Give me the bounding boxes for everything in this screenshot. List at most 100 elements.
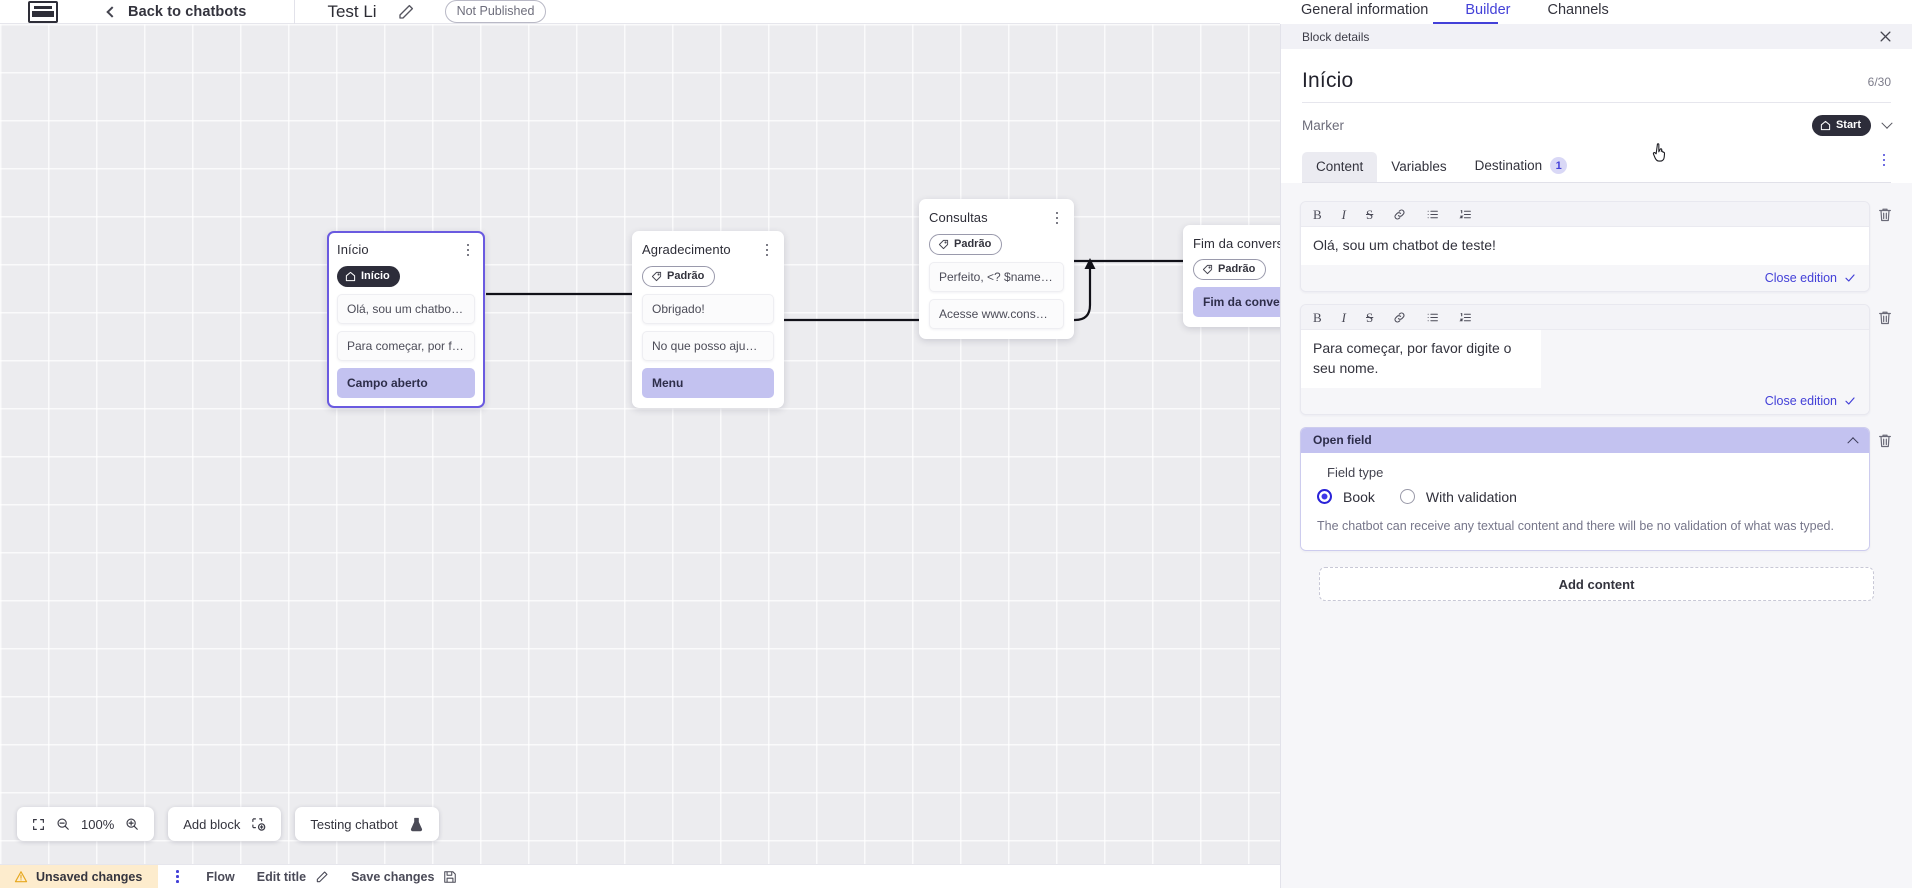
close-edition-label: Close edition	[1764, 393, 1837, 408]
trash-icon[interactable]	[1877, 432, 1893, 449]
destination-count-badge: 1	[1550, 157, 1568, 174]
pencil-icon	[316, 870, 328, 882]
open-field-header[interactable]: Open field	[1301, 427, 1869, 453]
flow-node-inicio[interactable]: Início Início Olá, sou um chatbot de tes…	[327, 231, 485, 408]
field-type-radio-group: Book With validation	[1317, 489, 1853, 505]
bullet-list-icon[interactable]	[1426, 311, 1439, 324]
close-edition-button[interactable]: Close edition	[1765, 271, 1856, 285]
tab-channels[interactable]: Channels	[1547, 2, 1609, 18]
flow-node-fim-da-conversa[interactable]: Fim da conversa Padrão Fim da conversa	[1183, 225, 1281, 327]
add-block-button[interactable]: Add block	[168, 807, 282, 841]
node-tag-row: Padrão	[642, 266, 774, 287]
zoom-out-icon[interactable]	[56, 817, 70, 831]
save-changes-button[interactable]: Save changes	[351, 870, 457, 884]
flow-node-consultas[interactable]: Consultas Padrão Perfeito, <? $name ?>! …	[919, 199, 1074, 339]
node-message-accent[interactable]: Menu	[642, 368, 774, 398]
radio-book[interactable]	[1317, 489, 1332, 505]
node-tag-inicio[interactable]: Início	[337, 266, 400, 287]
node-menu-button[interactable]	[760, 242, 774, 258]
open-field-help-text: The chatbot can receive any textual cont…	[1317, 518, 1834, 533]
vtex-logo-icon[interactable]	[28, 0, 58, 23]
zoom-in-icon[interactable]	[125, 817, 139, 831]
chevron-down-icon[interactable]	[1881, 117, 1893, 129]
marker-row: Marker Start	[1281, 103, 1912, 136]
block-details-panel: Block details Início 6/30 Marker Start	[1280, 24, 1912, 888]
testing-chatbot-label: Testing chatbot	[310, 816, 398, 832]
open-field-card[interactable]: Open field Field type Book With validati…	[1300, 426, 1870, 552]
node-message[interactable]: Perfeito, <? $name ?>!	[929, 262, 1064, 292]
rich-text-editor[interactable]: B I S Para começar, por favor digite o s…	[1300, 304, 1870, 415]
bullet-list-icon[interactable]	[1426, 208, 1439, 221]
tab-content[interactable]: Content	[1302, 152, 1378, 182]
node-menu-button[interactable]	[461, 242, 475, 258]
strikethrough-icon[interactable]: S	[1366, 309, 1374, 325]
node-message[interactable]: Para começar, por favor digite o ...	[337, 331, 475, 361]
link-icon[interactable]	[1393, 208, 1406, 221]
pencil-icon[interactable]	[397, 3, 415, 21]
zoom-level-label: 100%	[81, 816, 115, 832]
panel-body: Início 6/30 Marker Start Content	[1281, 49, 1912, 183]
chevron-up-icon[interactable]	[1847, 437, 1859, 449]
numbered-list-icon[interactable]	[1459, 208, 1472, 221]
rich-text-editor[interactable]: B I S Olá, sou um chatbot de teste! Clos…	[1300, 201, 1870, 293]
bold-icon[interactable]: B	[1313, 309, 1322, 325]
node-message[interactable]: Acesse www.consultas.com par...	[929, 299, 1064, 329]
node-message[interactable]: Olá, sou um chatbot de teste!	[337, 294, 475, 324]
bold-icon[interactable]: B	[1313, 206, 1322, 222]
numbered-list-icon[interactable]	[1459, 311, 1472, 324]
tab-destination[interactable]: Destination 1	[1461, 150, 1582, 182]
marker-select[interactable]: Start	[1811, 115, 1893, 136]
back-to-chatbots-button[interactable]: Back to chatbots	[106, 3, 247, 20]
check-icon	[1845, 274, 1855, 282]
node-tag-row: Início	[337, 266, 475, 287]
tab-variables[interactable]: Variables	[1377, 152, 1460, 182]
tag-icon	[651, 271, 662, 281]
editor-text[interactable]: Para começar, por favor digite o seu nom…	[1301, 330, 1541, 388]
node-header: Início	[337, 242, 475, 258]
italic-icon[interactable]: I	[1341, 309, 1347, 325]
node-tag-padrao[interactable]: Padrão	[1193, 259, 1267, 280]
tab-builder[interactable]: Builder	[1465, 2, 1511, 18]
close-icon[interactable]	[1878, 29, 1893, 44]
status-kebab-menu[interactable]	[170, 869, 184, 885]
tab-general-information[interactable]: General information	[1301, 2, 1429, 18]
back-to-chatbots-label: Back to chatbots	[128, 3, 247, 20]
flow-node-agradecimento[interactable]: Agradecimento Padrão Obrigado! No que po…	[632, 231, 784, 408]
home-icon	[1820, 120, 1831, 130]
marker-value-label: Start	[1835, 119, 1861, 131]
editor-text[interactable]: Olá, sou um chatbot de teste!	[1301, 227, 1869, 266]
status-badge: Not Published	[444, 0, 547, 23]
trash-icon[interactable]	[1877, 206, 1893, 223]
strikethrough-icon[interactable]: S	[1366, 206, 1374, 222]
node-message[interactable]: No que posso ajudar, <? $name ...	[642, 331, 774, 361]
flow-button[interactable]: Flow	[206, 870, 234, 884]
radio-with-validation[interactable]	[1399, 489, 1415, 505]
node-message[interactable]: Obrigado!	[642, 294, 774, 324]
node-menu-button[interactable]	[1050, 210, 1064, 226]
flow-canvas[interactable]: Início Início Olá, sou um chatbot de tes…	[0, 24, 1281, 864]
node-message-accent[interactable]: Fim da conversa	[1193, 287, 1281, 317]
add-content-button[interactable]: Add content	[1319, 567, 1874, 602]
italic-icon[interactable]: I	[1341, 206, 1347, 222]
node-tag-row: Padrão	[929, 234, 1064, 255]
trash-icon[interactable]	[1877, 309, 1893, 326]
node-message-accent[interactable]: Campo aberto	[337, 368, 475, 398]
marker-value-pill[interactable]: Start	[1811, 115, 1871, 136]
node-tag-label: Padrão	[954, 238, 992, 250]
edit-title-button[interactable]: Edit title	[257, 870, 329, 884]
panel-header: Block details	[1281, 24, 1912, 49]
node-tag-padrao[interactable]: Padrão	[929, 234, 1003, 255]
close-edition-button[interactable]: Close edition	[1765, 394, 1856, 408]
chevron-left-icon	[106, 5, 118, 18]
testing-chatbot-button[interactable]: Testing chatbot	[295, 807, 439, 841]
node-tag-padrao[interactable]: Padrão	[642, 266, 716, 287]
node-tag-label: Padrão	[1218, 263, 1256, 275]
home-icon	[345, 271, 356, 281]
fit-screen-icon[interactable]	[32, 818, 45, 831]
panel-overflow-menu[interactable]	[1877, 152, 1891, 168]
link-icon[interactable]	[1393, 311, 1406, 324]
zoom-controls[interactable]: 100%	[17, 807, 155, 841]
content-item: B I S Para começar, por favor digite o s…	[1300, 304, 1893, 415]
node-tag-label: Início	[361, 270, 390, 282]
